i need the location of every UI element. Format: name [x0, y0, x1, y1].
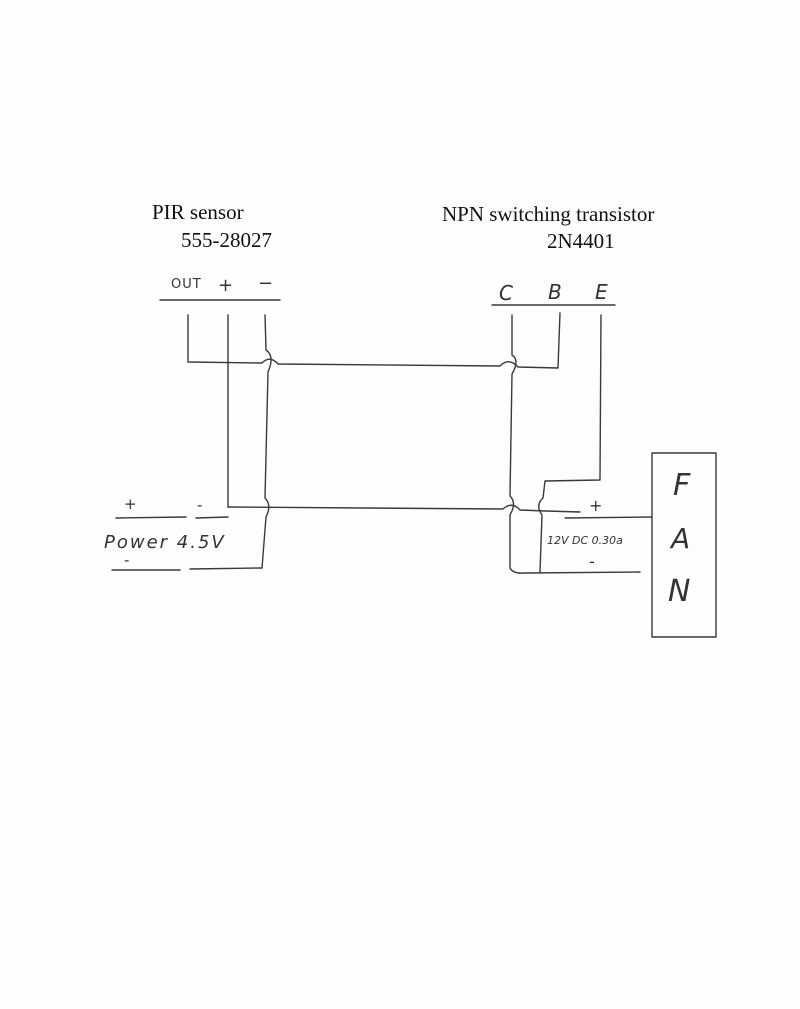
power-minus-label: -: [124, 551, 130, 569]
fan-plus-label: +: [589, 496, 603, 515]
transistor-pin-b-label: B: [548, 280, 562, 304]
fan-letter-f: F: [673, 468, 691, 503]
power-label: Power 4.5V: [104, 532, 226, 553]
transistor-part-number: 2N4401: [547, 229, 615, 253]
wire-emitter-to-ground: [538, 314, 602, 573]
pir-sensor-title: PIR sensor: [152, 200, 244, 224]
power-dash-label: -: [197, 496, 203, 514]
fan-letter-n: N: [668, 574, 691, 609]
transistor-title: NPN switching transistor: [442, 202, 655, 226]
fan-rating-label: 12V DC 0.30a: [547, 534, 623, 547]
power-negative-link: [189, 567, 263, 570]
fan-letter-a: A: [671, 522, 691, 555]
transistor-pin-e-label: E: [595, 280, 608, 304]
power-dash-terminal: [195, 516, 229, 519]
pir-pin-minus-label: −: [258, 273, 274, 294]
transistor-pin-c-label: C: [499, 281, 513, 305]
fan-plus-terminal: [564, 516, 653, 519]
pir-pin-out-label: OUT: [171, 277, 202, 292]
fan-box: [651, 452, 717, 638]
pir-pin-plus-label: +: [218, 275, 234, 296]
wire-collector-to-fan-negative: [509, 314, 641, 574]
wire-positive-rail: [227, 504, 581, 513]
power-plus-terminal: [115, 516, 187, 519]
power-plus-label: +: [124, 495, 137, 513]
pir-sensor-part-number: 555-28027: [181, 228, 272, 252]
fan-minus-label: -: [589, 552, 595, 571]
wire-pir-minus-lead: [261, 314, 272, 569]
wire-pir-out-to-base: [187, 312, 561, 369]
